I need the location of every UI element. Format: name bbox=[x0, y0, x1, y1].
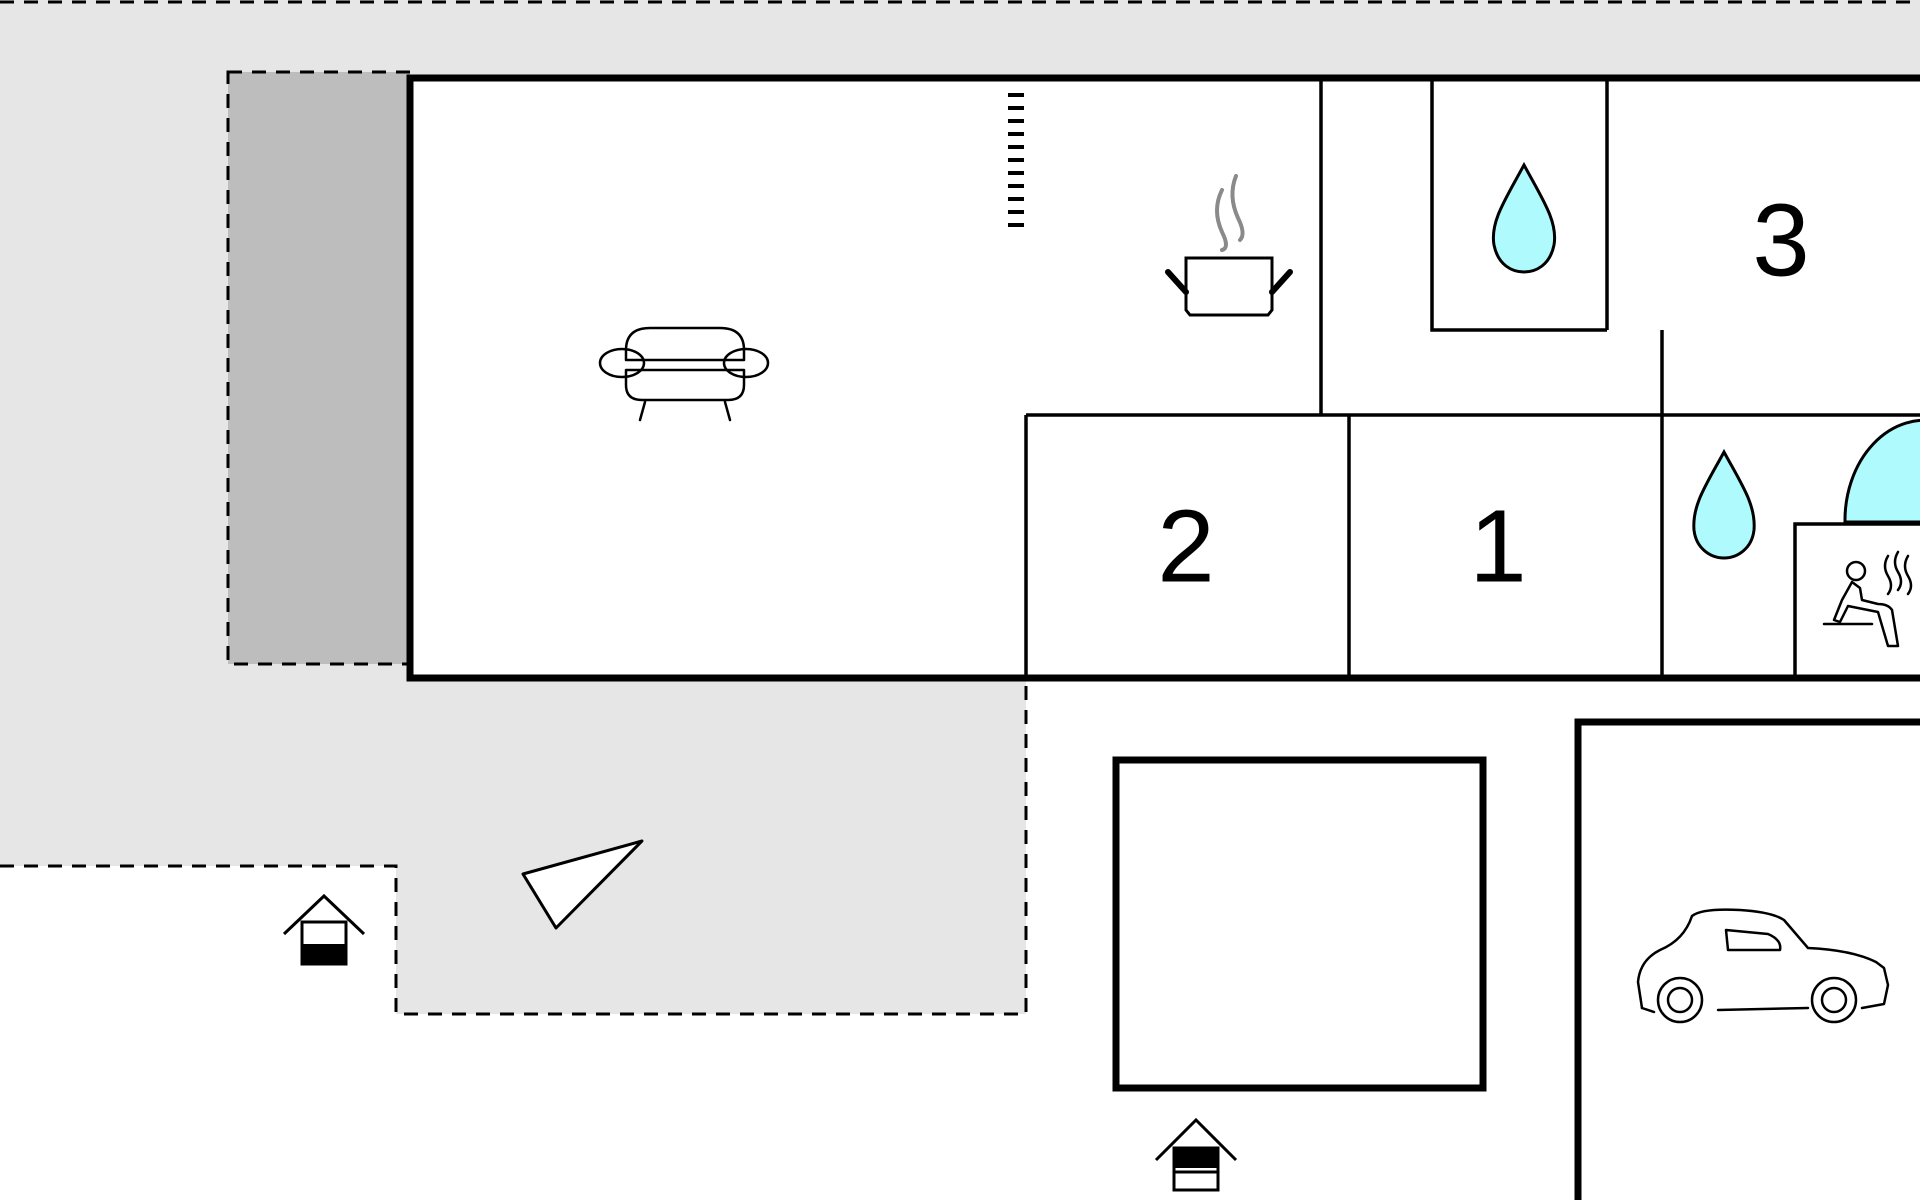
north-arrow-icon bbox=[521, 839, 644, 930]
inner-walls bbox=[1024, 80, 1920, 678]
entrance-icon bbox=[1154, 1117, 1238, 1192]
sauna-icon bbox=[1822, 550, 1913, 648]
water-drop-icon bbox=[1491, 161, 1557, 274]
shed bbox=[1112, 756, 1487, 1092]
entrance-icon bbox=[282, 893, 366, 966]
room-number-1: 1 bbox=[1469, 489, 1526, 604]
room-number-2: 2 bbox=[1157, 489, 1214, 604]
garden-area-lower bbox=[396, 1014, 1026, 1200]
sofa-icon bbox=[598, 326, 770, 422]
hot-tub-icon bbox=[1843, 418, 1920, 524]
room-number-3: 3 bbox=[1752, 183, 1809, 298]
house-walls bbox=[406, 74, 1920, 682]
garage bbox=[1574, 718, 1920, 1200]
water-drop-icon bbox=[1692, 448, 1756, 560]
cooking-pot-icon bbox=[1165, 174, 1293, 317]
garden-area bbox=[0, 866, 396, 1200]
property-boundary bbox=[0, 0, 1920, 1016]
staircase-icon bbox=[1008, 93, 1024, 227]
car-icon bbox=[1636, 908, 1890, 1024]
covered-terrace bbox=[226, 70, 412, 666]
house-interior bbox=[410, 78, 1920, 678]
